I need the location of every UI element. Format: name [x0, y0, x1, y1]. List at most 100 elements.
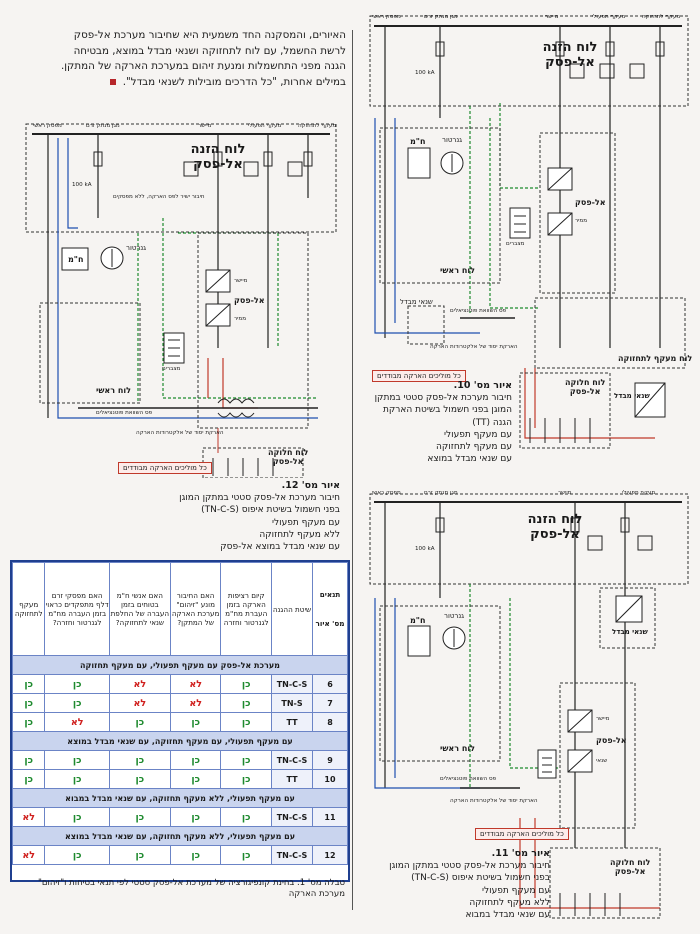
chp-label: ח"מ: [68, 255, 84, 264]
amp-rating: 100 kA: [415, 546, 435, 552]
table-row: 9 TN-C-S כן כן כן כן כן: [11, 750, 348, 770]
main-panel-label: לוח ראשי: [96, 386, 131, 395]
section-title: עם מעקף תפעולי, עם מעקף תחזוקה, עם שנאי …: [12, 731, 348, 751]
cell-yes: כן: [44, 769, 110, 789]
caption-line: עם שנאי מבדל במבוא: [465, 910, 550, 921]
figure-12: לוח הזנה אל-פסק מפסק ראשי מגן מנתק זרם מ…: [18, 118, 343, 479]
bus-label: פס השוואת פוטנציאלים: [96, 410, 153, 416]
cell-yes: כן: [44, 750, 110, 770]
bus-header-bypass: מגן מנתק זרם: [424, 14, 458, 20]
col-conditions: תנאים: [319, 590, 341, 599]
cell-fig: 8: [312, 712, 348, 732]
cell-yes: כן: [44, 807, 110, 827]
cell-yes: כן: [169, 750, 222, 770]
table-caption: טבלה מס' 1. בחינת קונפיגורציה של מערכת א…: [37, 878, 345, 899]
cell-sys: TT: [271, 712, 313, 732]
dist-board-label: לוח חלוקה אל-פסק: [565, 378, 605, 396]
cell-no: לא: [108, 674, 171, 694]
caption-line: עם מעקף תפעולי: [272, 517, 340, 528]
caption-line: הגנה (TT): [472, 417, 512, 428]
bus-header-bypass: מגן מנתק זרם: [86, 123, 120, 129]
caption-line: עם שנאי מבדל במוצא אל-פסק: [220, 542, 340, 553]
iso-transformer-out-label: שנאי מבדל: [614, 392, 650, 400]
col-c4: האם מפסקי זרם דלף מתפקדים כראוי בזמן העב…: [44, 562, 110, 656]
inverter-label: ממיר: [575, 218, 588, 224]
ground-label: הארקת יסוד של אלקטרודות הארקה: [450, 798, 538, 804]
ground-label: הארקת יסוד של אלקטרודות הארקה: [430, 344, 518, 350]
bus-header-maint: מעקף לתחזוקה: [642, 14, 681, 20]
caption-line: חיבור מערכת אל-פסק סטטי במתקן המוגן: [179, 493, 340, 504]
section-title: מערכת אל-פסק עם מעקף תפעולי, עם מעקף תחז…: [12, 655, 348, 675]
bus-header-ops: מעקף תפעולי: [248, 123, 282, 129]
caption-line: המוגן בפני חשמול בשיטת הארקת: [382, 405, 512, 416]
cell-no: לא: [11, 807, 46, 827]
cell-sys: TN-C-S: [271, 845, 313, 865]
intro-line: הגנה מפני התחשמלות ומנעת זיהום במערכת הא…: [60, 60, 346, 72]
figure-10-wiring: [369, 15, 689, 449]
table-row: 8 TT כן כן כן לא כן: [11, 712, 348, 732]
cell-yes: כן: [11, 674, 46, 694]
bus-header-bypass: מגן מנתק זרם: [424, 490, 458, 496]
column-divider: [352, 30, 353, 910]
cell-sys: TN-C-S: [271, 674, 313, 694]
cell-no: לא: [44, 712, 110, 732]
bus-header-ops: מעקף תפעולי: [622, 490, 656, 496]
figure-10-caption: איור מס' 10. חיבור מערכת אל-פסק סטטי במת…: [362, 380, 512, 465]
col-c1: קיום רציפות הארקה בזמן העברת מח"מ לגנרטו…: [220, 562, 272, 656]
cell-no: לא: [108, 693, 171, 713]
dist-board-title: לוח חלוקה: [565, 378, 606, 387]
bus-header-rect: מיישר: [545, 14, 559, 20]
cell-fig: 6: [312, 674, 348, 694]
cell-yes: כן: [169, 845, 222, 865]
bus-header-rect: מיישר: [198, 123, 212, 129]
ups-panel-label: אל-פסק: [596, 736, 627, 745]
col-c2: האם החיבור מונע "זיהום" מערכת הארקה של ה…: [169, 562, 222, 656]
main-board-title: לוח הזנה אל-פסק: [183, 142, 253, 172]
ups-panel-label: אל-פסק: [575, 198, 606, 207]
cell-sys: TN-C-S: [271, 807, 313, 827]
cell-no: לא: [169, 693, 222, 713]
cell-yes: כן: [220, 845, 272, 865]
isolated-ground-tag: כל מוליכים הארקה מבודדים: [372, 370, 466, 382]
figure-10: לוח הזנה אל-פסק מפסק ראשי מגן מנתק זרם מ…: [360, 8, 695, 453]
generator-label: גנרטור: [126, 244, 147, 252]
caption-title: איור מס' 11.: [491, 848, 550, 859]
cell-yes: כן: [11, 750, 46, 770]
table-row: 12 TN-C-S כן כן כן כן לא: [11, 845, 348, 865]
bus-header-main: מפסק ראשי: [33, 123, 62, 129]
batteries-label: מצברים: [506, 241, 525, 247]
caption-line: ללא מעקף לתחזוקה: [259, 529, 340, 540]
cell-sys: TT: [271, 769, 313, 789]
maint-board-label: לוח מעקף לתחזוקה: [618, 354, 693, 363]
caption-line: חיבור מערכת אל-פסק סטטי במתקן המוגן: [389, 861, 550, 872]
table-row: 7 TN-S כן לא לא כן כן: [11, 693, 348, 713]
bus-label: פס השוואת פוטנציאלים: [450, 308, 507, 314]
cell-yes: כן: [108, 845, 171, 865]
table-row: 11 TN-C-S כן כן כן כן לא: [11, 807, 348, 827]
intro-line: האיורים, והמסקנה החד משמעית היא שחיבור מ…: [73, 29, 346, 41]
fig11-ups-label: אל-פסק: [530, 527, 580, 542]
col-c5: מעקף לתחזוקה: [11, 562, 46, 656]
cell-no: לא: [11, 845, 46, 865]
dist-board-title: לוח חלוקה: [610, 858, 651, 867]
figure-12-wiring: [25, 123, 337, 479]
cell-yes: כן: [220, 807, 272, 827]
bus-header-maint: מעקף לתחזוקה: [298, 123, 337, 129]
cell-yes: כן: [44, 693, 110, 713]
fig11-board-title: לוח הזנה אל-פסק: [520, 512, 590, 542]
dist-board-title: לוח חלוקה: [268, 448, 309, 457]
ups-panel-label: אל-פסק: [234, 296, 265, 305]
bus-header-main: מפסק ראשי: [372, 14, 401, 20]
caption-line: ללא מעקף לתחזוקה: [469, 897, 550, 908]
batteries-label: מצברים: [162, 366, 181, 372]
bus-header-main: מפסק ראשי: [372, 490, 401, 496]
cell-fig: 7: [312, 693, 348, 713]
transformer-label: שנאי: [596, 758, 608, 764]
caption-line: בפני חשמול בשיטת איפוס (TN-C-S): [201, 505, 340, 516]
cell-fig: 10: [312, 769, 348, 789]
figure-11-caption: איור מס' 11. חיבור מערכת אל-פסק סטטי במת…: [380, 848, 550, 921]
cell-yes: כן: [220, 712, 272, 732]
cell-fig: 9: [312, 750, 348, 770]
section-title: עם מעקף תפעולי, ללא מעקף תחזוקה, עם שנאי…: [12, 788, 348, 808]
dist-board-label: לוח חלוקה אל-פסק: [268, 448, 308, 466]
